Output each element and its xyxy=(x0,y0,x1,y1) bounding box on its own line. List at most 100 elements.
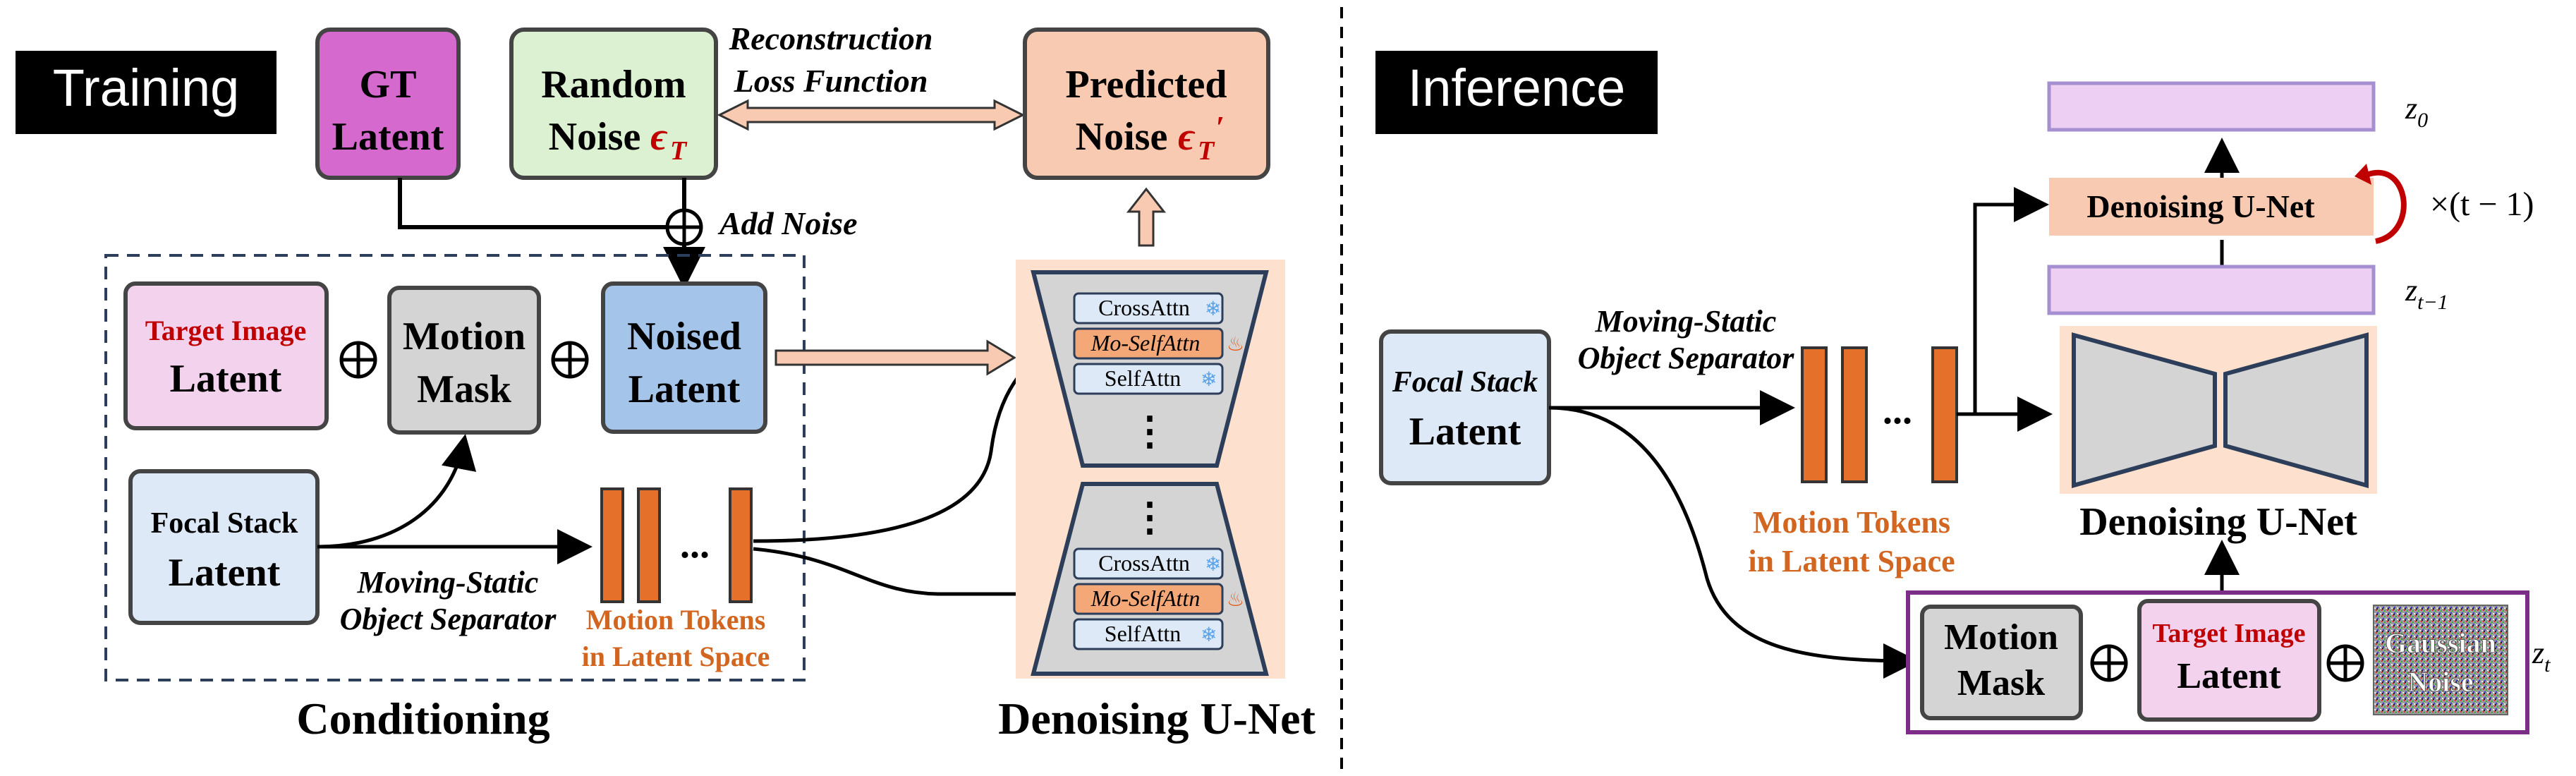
mo-selfattn-label: Mo-SelfAttn xyxy=(1090,330,1201,356)
inference-unet-encoder xyxy=(2072,332,2217,488)
repeat-loop-arrowhead xyxy=(2355,164,2371,185)
random-noise-subscript: T xyxy=(670,136,688,166)
inference-target-latent-label: Latent xyxy=(2177,656,2281,696)
predicted-noise-subscript: T xyxy=(1198,136,1215,166)
inference-token-ellipsis: ... xyxy=(1883,389,1912,432)
snowflake-icon: ❄ xyxy=(1205,553,1221,575)
training-unet-title: Denoising U-Net xyxy=(998,693,1316,744)
zt-1-latent-bar xyxy=(2047,265,2376,315)
selfattn-label: SelfAttn xyxy=(1105,365,1181,391)
selfattn-label: SelfAttn xyxy=(1105,621,1181,646)
recon-loss-line1: Reconstruction xyxy=(729,20,933,56)
motion-mask-box: Motion Mask xyxy=(387,286,541,435)
oplus-icon-2 xyxy=(551,341,589,379)
add-noise-oplus-icon xyxy=(665,208,703,246)
motion-token xyxy=(1841,346,1868,483)
fire-icon: ♨ xyxy=(1227,333,1244,355)
inference-focal-to-mask-arrow xyxy=(1548,406,1919,679)
conditioning-frame xyxy=(104,254,806,681)
vdots-upper: ⋮ xyxy=(1130,410,1169,454)
separator-line1: Moving-Static xyxy=(357,565,539,600)
crossattn-label: CrossAttn xyxy=(1098,550,1190,576)
inference-focal-stack-box: Focal Stack Latent xyxy=(1379,329,1551,485)
conditioning-title: Conditioning xyxy=(296,693,549,744)
denoise-step-label: Denoising U-Net xyxy=(2086,188,2315,224)
inference-target-image-box: Target Image Latent xyxy=(2137,599,2321,722)
tokens-to-upper-block-arrow xyxy=(753,340,1065,543)
motion-mask-line2: Mask xyxy=(417,368,512,411)
crossattn-label: CrossAttn xyxy=(1098,295,1190,320)
noised-latent-box: Noised Latent xyxy=(601,281,767,434)
zt-label: zt xyxy=(2532,636,2551,677)
conditioning-to-unet-arrow xyxy=(774,339,1016,376)
inference-unet-caption: Denoising U-Net xyxy=(2079,500,2357,544)
motion-token xyxy=(1801,346,1828,483)
denoise-step-box xyxy=(2049,178,2374,236)
predicted-noise-line1: Predicted xyxy=(1065,63,1227,107)
motion-token xyxy=(729,487,753,603)
inference-oplus-icon-1 xyxy=(2090,644,2128,682)
inference-motion-tokens: ... xyxy=(1801,346,1958,483)
gt-latent-line1: GT xyxy=(360,63,417,107)
gaussian-noise-box: Gaussian Noise xyxy=(2373,605,2508,715)
motion-token xyxy=(637,487,661,603)
target-image-latent-box: Target Image Latent xyxy=(123,281,329,430)
inference-unet-decoder xyxy=(2223,332,2369,488)
mo-selfattn-label: Mo-SelfAttn xyxy=(1090,586,1201,611)
fire-icon: ♨ xyxy=(1227,588,1244,610)
gaussian-noise-line1: Gaussian xyxy=(2385,627,2496,659)
gt-latent-line2: Latent xyxy=(332,115,444,159)
mo-selfattn-block xyxy=(1073,583,1224,615)
inference-focal-stack-line2: Latent xyxy=(1409,410,1521,454)
recon-loss-line2: Loss Function xyxy=(734,63,928,99)
zt-1-label: zt−1 xyxy=(2405,273,2448,314)
predicted-noise-line2: Noise xyxy=(1076,115,1168,159)
random-noise-line1: Random xyxy=(541,63,686,107)
inference-separator-line2: Object Separator xyxy=(1578,341,1795,375)
mo-selfattn-block xyxy=(1073,327,1224,360)
motion-mask-line1: Motion xyxy=(403,315,525,358)
snowflake-icon: ❄ xyxy=(1201,368,1217,390)
repeat-loop-icon xyxy=(2365,169,2407,244)
snowflake-icon: ❄ xyxy=(1201,624,1217,645)
predicted-noise-box: Predicted Noise ϵ T ′ xyxy=(1023,28,1270,180)
crossattn-block xyxy=(1073,547,1224,580)
training-label: Training xyxy=(53,59,240,117)
inference-motion-mask-box: Motion Mask xyxy=(1920,605,2083,720)
target-latent-label: Latent xyxy=(170,357,282,401)
noised-latent-line1: Noised xyxy=(627,315,741,358)
motion-tokens-line2: in Latent Space xyxy=(582,641,770,672)
selfattn-block xyxy=(1073,618,1224,650)
inference-target-image-label: Target Image xyxy=(2152,619,2305,648)
repeat-count-label: ×(t − 1) xyxy=(2430,186,2534,223)
training-unet: CrossAttn ❄ Mo-SelfAttn ♨ SelfAttn ❄ ⋮ ⋮… xyxy=(1016,260,1285,679)
random-noise-line2: Noise xyxy=(549,115,641,159)
inference-motion-tokens-line2: in Latent Space xyxy=(1748,544,1955,578)
inference-motion-mask-line2: Mask xyxy=(1957,663,2045,703)
motion-token xyxy=(600,487,624,603)
gaussian-noise-line2: Noise xyxy=(2407,666,2473,698)
inference-separator-line1: Moving-Static xyxy=(1595,304,1777,339)
target-image-label: Target Image xyxy=(145,315,306,346)
random-noise-symbol: ϵ xyxy=(650,115,668,159)
token-ellipsis: ... xyxy=(680,523,710,566)
focal-to-mask-arrow xyxy=(317,434,477,549)
z0-label: z0 xyxy=(2405,91,2428,132)
crossattn-block xyxy=(1073,292,1224,325)
unet-output-arrow xyxy=(1126,187,1167,247)
motion-token xyxy=(1931,346,1958,483)
predicted-noise-symbol: ϵ xyxy=(1178,115,1196,159)
add-noise-label: Add Noise xyxy=(717,205,858,241)
random-noise-box: Random Noise ϵ T xyxy=(509,28,718,180)
training-label-bg xyxy=(16,51,277,134)
inference-label-bg xyxy=(1375,51,1658,134)
inference-focal-stack-line1: Focal Stack xyxy=(1392,366,1538,399)
focal-stack-latent-box: Focal Stack Latent xyxy=(128,469,320,625)
focal-stack-line1: Focal Stack xyxy=(151,507,298,540)
z0-latent-bar xyxy=(2047,81,2376,132)
inference-oplus-icon-2 xyxy=(2326,644,2364,682)
motion-tokens-line1: Motion Tokens xyxy=(586,604,766,636)
tokens-to-lower-block-arrow xyxy=(753,547,1065,612)
oplus-icon-1 xyxy=(339,341,377,379)
